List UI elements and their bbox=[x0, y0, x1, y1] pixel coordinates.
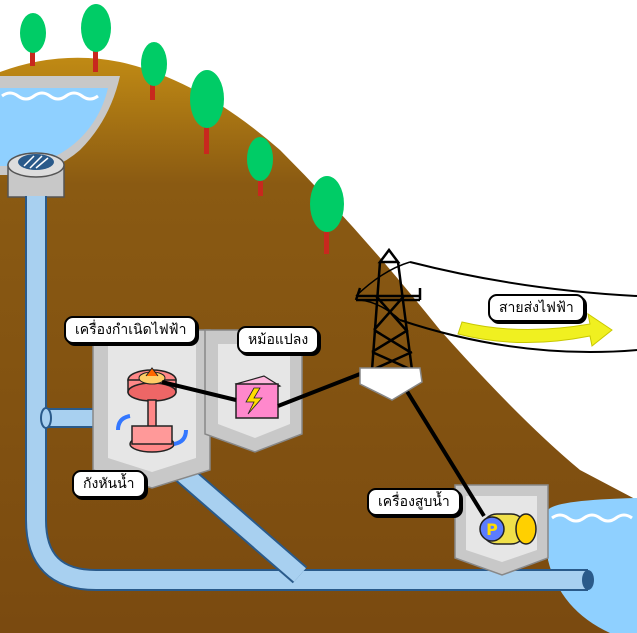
lightning-icon bbox=[245, 387, 263, 415]
generator-label: เครื่องกำเนิดไฟฟ้า bbox=[64, 316, 198, 344]
lower-reservoir bbox=[548, 498, 637, 633]
tree-icon bbox=[190, 70, 224, 154]
rotation-arrow-icon bbox=[116, 414, 188, 446]
cable-trans-tower bbox=[277, 372, 361, 408]
transformer-box bbox=[234, 375, 282, 419]
lower-water-ripple bbox=[551, 513, 633, 523]
transmission-line-label: สายส่งไฟฟ้า bbox=[488, 294, 585, 322]
transmission-line-upper bbox=[409, 261, 637, 297]
turbine-label: กังหันน้ำ bbox=[72, 470, 146, 498]
pylon-icon bbox=[354, 247, 422, 372]
pump-label: เครื่องสูบน้ำ bbox=[367, 488, 461, 516]
intake-tower bbox=[7, 152, 65, 198]
tree-icon bbox=[247, 137, 273, 196]
tree-icon bbox=[310, 176, 344, 254]
upper-reservoir-water bbox=[0, 88, 108, 166]
upper-water-ripple bbox=[1, 91, 99, 101]
transformer-label: หม้อแปลง bbox=[237, 326, 320, 354]
pump-icon: P bbox=[479, 513, 537, 545]
pylon-base bbox=[359, 367, 423, 401]
pipe-outlet bbox=[582, 570, 594, 590]
transmission-line-lower bbox=[399, 319, 637, 353]
tree-icon bbox=[20, 13, 46, 66]
tree-icon bbox=[141, 42, 167, 100]
flow-arrow-icon bbox=[457, 312, 613, 347]
cable-gen-trans bbox=[161, 380, 237, 402]
pump-p-icon bbox=[479, 516, 505, 542]
cable-tower-pump bbox=[398, 378, 486, 518]
pump-letter: P bbox=[486, 520, 498, 539]
tree-icon bbox=[81, 4, 111, 72]
